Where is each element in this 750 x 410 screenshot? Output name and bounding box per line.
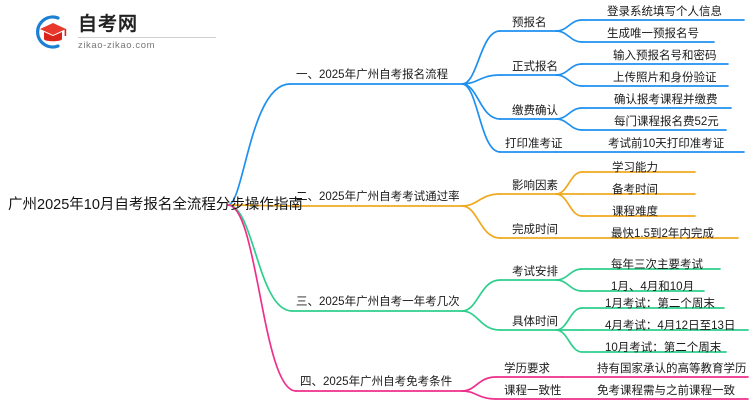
logo-brand-cn: 自考网 [78, 14, 139, 35]
branch-2-child-1-leaf-3[interactable]: 课程难度 [612, 206, 658, 218]
branch-1-label[interactable]: 一、2025年广州自考报名流程 [296, 69, 449, 81]
branch-3-child-1-leaf-2[interactable]: 1月、4月和10月 [611, 281, 695, 293]
branch-1-child-1-label[interactable]: 预报名 [512, 17, 547, 29]
branch-2-child-2-leaf-1[interactable]: 最快1.5到2年内完成 [611, 228, 714, 240]
branch-4-child-1-label[interactable]: 学历要求 [504, 363, 550, 375]
branch-2-child-1-label[interactable]: 影响因素 [512, 180, 558, 192]
logo-brand-en: zikao-zikao.com [78, 37, 216, 52]
branch-3-child-2-leaf-2[interactable]: 4月考试：4月12日至13日 [605, 320, 736, 332]
branch-4-child-1-leaf-1[interactable]: 持有国家承认的高等教育学历 [597, 363, 747, 375]
branch-3-child-2-leaf-3[interactable]: 10月考试：第二个周末 [605, 342, 722, 354]
branch-2-child-1-leaf-2[interactable]: 备考时间 [612, 184, 658, 196]
branch-3-child-2-label[interactable]: 具体时间 [512, 316, 558, 328]
graduation-cap-arc-logo-icon [28, 12, 72, 52]
branch-2-child-1-leaf-1[interactable]: 学习能力 [612, 162, 658, 174]
branch-1-child-3-leaf-1[interactable]: 确认报考课程并缴费 [614, 94, 718, 106]
branch-4-child-2-label[interactable]: 课程一致性 [504, 385, 562, 397]
branch-1-child-4-leaf-1[interactable]: 考试前10天打印准考证 [608, 138, 725, 150]
branch-4-label[interactable]: 四、2025年广州自考免考条件 [300, 376, 453, 388]
branch-4-child-2-leaf-1[interactable]: 免考课程需与之前课程一致 [597, 385, 735, 397]
branch-1-child-2-leaf-1[interactable]: 输入预报名号和密码 [613, 50, 717, 62]
branch-3-child-1-label[interactable]: 考试安排 [512, 266, 558, 278]
branch-1-child-1-leaf-2[interactable]: 生成唯一预报名号 [607, 28, 699, 40]
branch-2-label[interactable]: 二、2025年广州自考考试通过率 [296, 191, 460, 203]
branch-2-child-2-label[interactable]: 完成时间 [512, 224, 558, 236]
branch-1-child-2-leaf-2[interactable]: 上传照片和身份验证 [613, 72, 717, 84]
branch-3-label[interactable]: 三、2025年广州自考一年考几次 [296, 296, 460, 308]
site-logo: 自考网 zikao-zikao.com [28, 12, 228, 54]
branch-1-child-3-leaf-2[interactable]: 每门课程报名费52元 [614, 116, 719, 128]
branch-3-child-2-leaf-1[interactable]: 1月考试：第二个周末 [605, 298, 715, 310]
branch-1-child-1-leaf-1[interactable]: 登录系统填写个人信息 [607, 6, 722, 18]
branch-1-child-3-label[interactable]: 缴费确认 [512, 105, 558, 117]
branch-1-child-2-label[interactable]: 正式报名 [512, 61, 558, 73]
mindmap-root-node[interactable]: 广州2025年10月自考报名全流程分步操作指南 [8, 197, 303, 213]
branch-1-child-4-label[interactable]: 打印准考证 [505, 138, 563, 150]
branch-3-child-1-leaf-1[interactable]: 每年三次主要考试 [611, 259, 703, 271]
